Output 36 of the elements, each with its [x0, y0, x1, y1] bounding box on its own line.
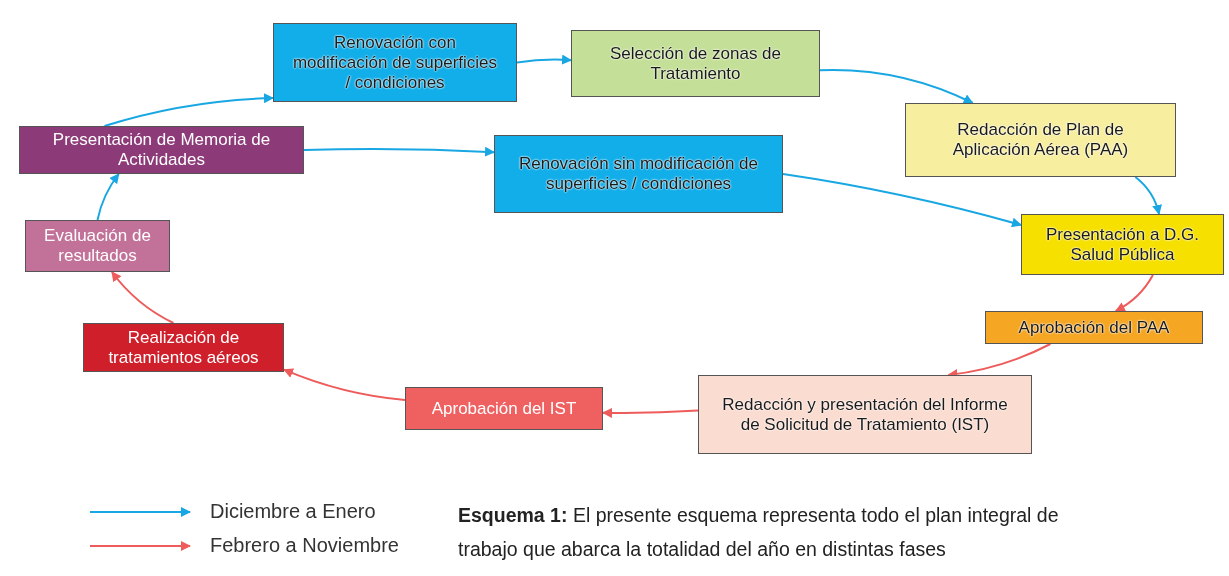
- process-box: [571, 30, 820, 97]
- box-label: Renovación con modificación de superficies / condiciones: [292, 32, 498, 93]
- box-label: Realización de tratamientos aéreos: [107, 327, 260, 368]
- process-box: [985, 311, 1203, 344]
- arrow: [103, 93, 274, 127]
- process-box: [83, 323, 284, 372]
- arrow: [819, 68, 974, 104]
- arrow: [111, 271, 175, 324]
- box-label: Aprobación del IST: [431, 398, 577, 419]
- arrow: [602, 407, 699, 418]
- legend-label: Febrero a Noviembre: [210, 534, 399, 557]
- process-box: [905, 103, 1176, 177]
- arrow: [283, 368, 406, 401]
- box-label: Redacción de Plan de Aplicación Aérea (PAA): [951, 120, 1130, 160]
- process-box: [698, 375, 1032, 454]
- legend-label: Diciembre a Enero: [210, 500, 376, 523]
- process-box: [405, 387, 603, 430]
- box-label: Redacción y presentación del Informe de Solicitud de Tratamiento (IST): [721, 394, 1009, 435]
- arrow: [1114, 274, 1154, 312]
- process-box: [494, 135, 783, 213]
- process-box: [273, 23, 517, 102]
- box-label: Aprobación del PAA: [1018, 317, 1170, 338]
- box-label: Presentación a D.G. Salud Pública: [1044, 224, 1201, 265]
- box-label: Presentación de Memoria de Actividades: [51, 130, 272, 170]
- caption: Esquema 1: El presente esquema representa todo el plan integral de trabajo que abarca la totalidad del año en distintas fases: [458, 503, 1060, 562]
- arrow: [96, 173, 120, 221]
- arrow: [516, 54, 572, 65]
- arrow: [782, 173, 1022, 228]
- box-label: Renovación sin modificación de superficies / condiciones: [517, 154, 760, 194]
- box-label: Selección de zonas de Tratamiento: [608, 43, 783, 84]
- process-box: [19, 126, 304, 174]
- arrow: [303, 146, 495, 157]
- arrow: [1134, 176, 1162, 215]
- box-label: Evaluación de resultados: [44, 226, 151, 266]
- process-box: [1021, 214, 1224, 275]
- process-box: [25, 220, 170, 272]
